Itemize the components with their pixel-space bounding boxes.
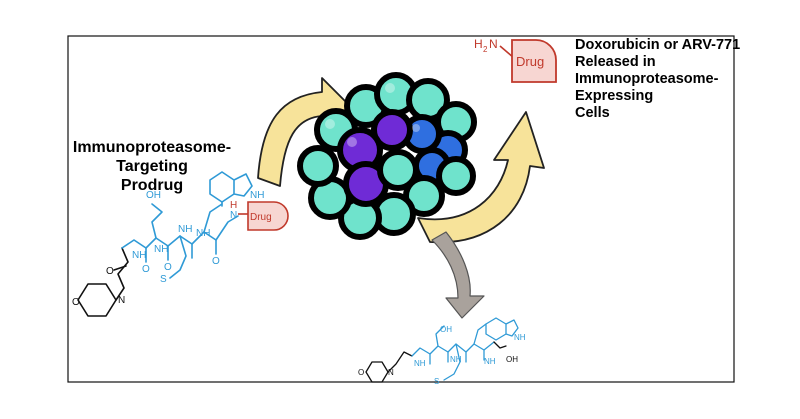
drug-link-h: H bbox=[230, 200, 237, 211]
h2n-2: 2 bbox=[483, 45, 488, 54]
linker-o: O bbox=[106, 266, 114, 277]
released-label-line: Expressing bbox=[575, 88, 654, 104]
indole-ring bbox=[209, 171, 253, 203]
released-nh-2: NH bbox=[450, 355, 462, 364]
drug-tag-left: Drug bbox=[238, 201, 289, 231]
proteasome-highlights bbox=[325, 83, 420, 147]
linker-chain bbox=[115, 247, 129, 301]
amide-nh-2: NH bbox=[154, 244, 168, 255]
gray-arrow-down bbox=[431, 231, 485, 319]
released-sulfur: S bbox=[434, 377, 439, 386]
released-label-line: Immunoproteasome- bbox=[575, 71, 719, 87]
carbonyl-o-1: O bbox=[142, 264, 150, 275]
released-label-line: Released in bbox=[575, 54, 656, 70]
indole-nh: NH bbox=[250, 190, 264, 201]
carbonyl-o-2: O bbox=[164, 262, 172, 273]
immunoproteasome bbox=[297, 72, 477, 240]
frame-border bbox=[67, 35, 735, 383]
released-acid-oh: OH bbox=[506, 355, 518, 364]
hydroxyl-oh: OH bbox=[146, 190, 161, 201]
released-label: Doxorubicin or ARV-771 Released in Immun… bbox=[575, 37, 790, 122]
amide-nh-3: NH bbox=[178, 224, 192, 235]
amide-nh-4: NH bbox=[196, 228, 210, 239]
released-morpholine-o: O bbox=[358, 368, 364, 377]
released-oh: OH bbox=[440, 325, 452, 334]
prodrug-label: Immunoproteasome- Targeting Prodrug bbox=[62, 138, 242, 195]
morpholine-o: O bbox=[72, 297, 80, 308]
morpholine-n: N bbox=[118, 295, 125, 306]
h2n-h: H bbox=[474, 37, 483, 51]
released-nh-3: NH bbox=[484, 357, 496, 366]
released-label-line: Cells bbox=[575, 105, 610, 121]
amide-nh-1: NH bbox=[132, 250, 146, 261]
sulfur-s: S bbox=[160, 274, 167, 285]
drug-tag-left-label: Drug bbox=[250, 212, 272, 223]
drug-tag-right: H 2 N Drug bbox=[474, 37, 557, 83]
released-nh-1: NH bbox=[414, 359, 426, 368]
prodrug-label-line: Targeting bbox=[116, 158, 188, 175]
prodrug-label-line: Prodrug bbox=[120, 177, 184, 194]
drug-link-n: N bbox=[230, 210, 237, 221]
prodrug-structure bbox=[77, 171, 253, 317]
released-peptide-structure bbox=[365, 317, 519, 383]
yellow-arrow-out bbox=[417, 111, 545, 244]
released-indole-nh: NH bbox=[514, 333, 526, 342]
released-label-line: Doxorubicin or ARV-771 bbox=[575, 37, 741, 53]
morpholine-ring bbox=[77, 283, 117, 317]
yellow-arrow-in bbox=[257, 77, 353, 187]
prodrug-label-line: Immunoproteasome- bbox=[72, 139, 232, 156]
released-morpholine-n: N bbox=[388, 368, 394, 377]
carbonyl-o-3: O bbox=[212, 256, 220, 267]
h2n-n: N bbox=[489, 37, 498, 51]
drug-tag-right-label: Drug bbox=[516, 54, 544, 69]
